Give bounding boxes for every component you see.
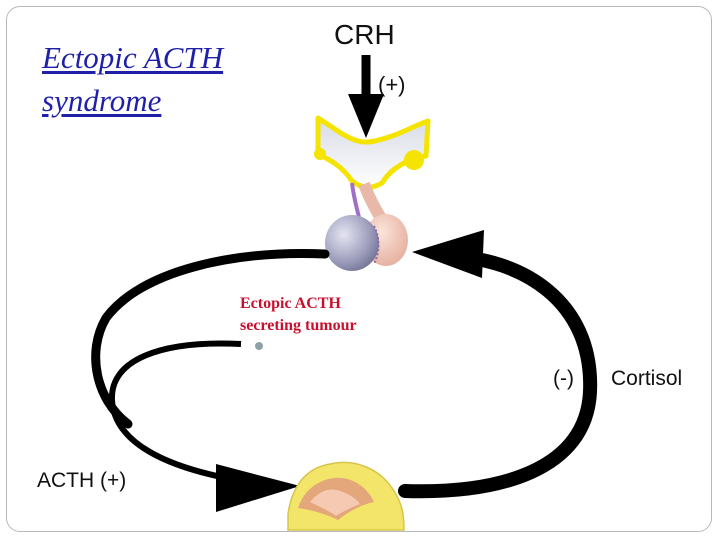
cortisol-label: Cortisol bbox=[611, 367, 683, 390]
tumour-dot-icon bbox=[255, 342, 263, 350]
crh-arrow bbox=[348, 55, 384, 138]
slide-frame bbox=[6, 6, 712, 532]
hypothalamus-pituitary-icon bbox=[314, 115, 431, 271]
acth-label: ACTH (+) bbox=[37, 469, 127, 492]
slide-title: Ectopic ACTH syndrome bbox=[42, 40, 224, 118]
tumour-label: Ectopic ACTH secreting tumour bbox=[240, 295, 357, 334]
crh-sign-label: (+) bbox=[378, 72, 406, 97]
negative-feedback-label: (-) bbox=[553, 367, 574, 390]
crh-label: CRH bbox=[334, 19, 395, 50]
acth-loop-arrow bbox=[91, 249, 330, 512]
adrenal-gland-icon bbox=[287, 461, 405, 531]
cortisol-feedback-arrow bbox=[398, 230, 598, 499]
